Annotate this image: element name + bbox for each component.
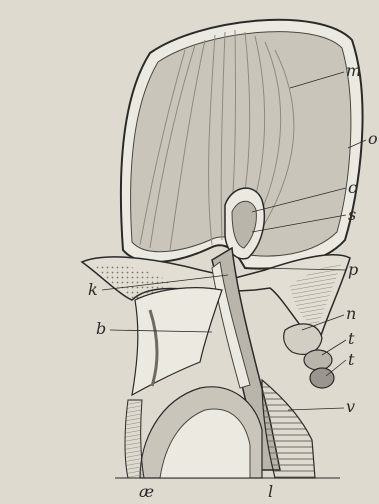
oesophagus-wall	[125, 400, 144, 478]
label-s: s	[348, 207, 356, 223]
label-b: b	[96, 321, 106, 337]
left-chamber	[132, 288, 222, 395]
label-v: v	[346, 399, 355, 415]
label-t-lower: t	[348, 352, 354, 368]
label-c: c	[348, 180, 357, 196]
label-p: p	[348, 262, 358, 278]
label-k: k	[88, 282, 98, 298]
body-t-upper	[304, 350, 332, 370]
label-l: l	[268, 484, 273, 500]
label-m: m	[346, 63, 361, 79]
label-ae: æ	[139, 484, 154, 500]
label-o: o	[368, 131, 378, 147]
label-t-upper: t	[348, 331, 354, 347]
body-t-lower	[310, 368, 334, 388]
label-n: n	[346, 306, 356, 322]
